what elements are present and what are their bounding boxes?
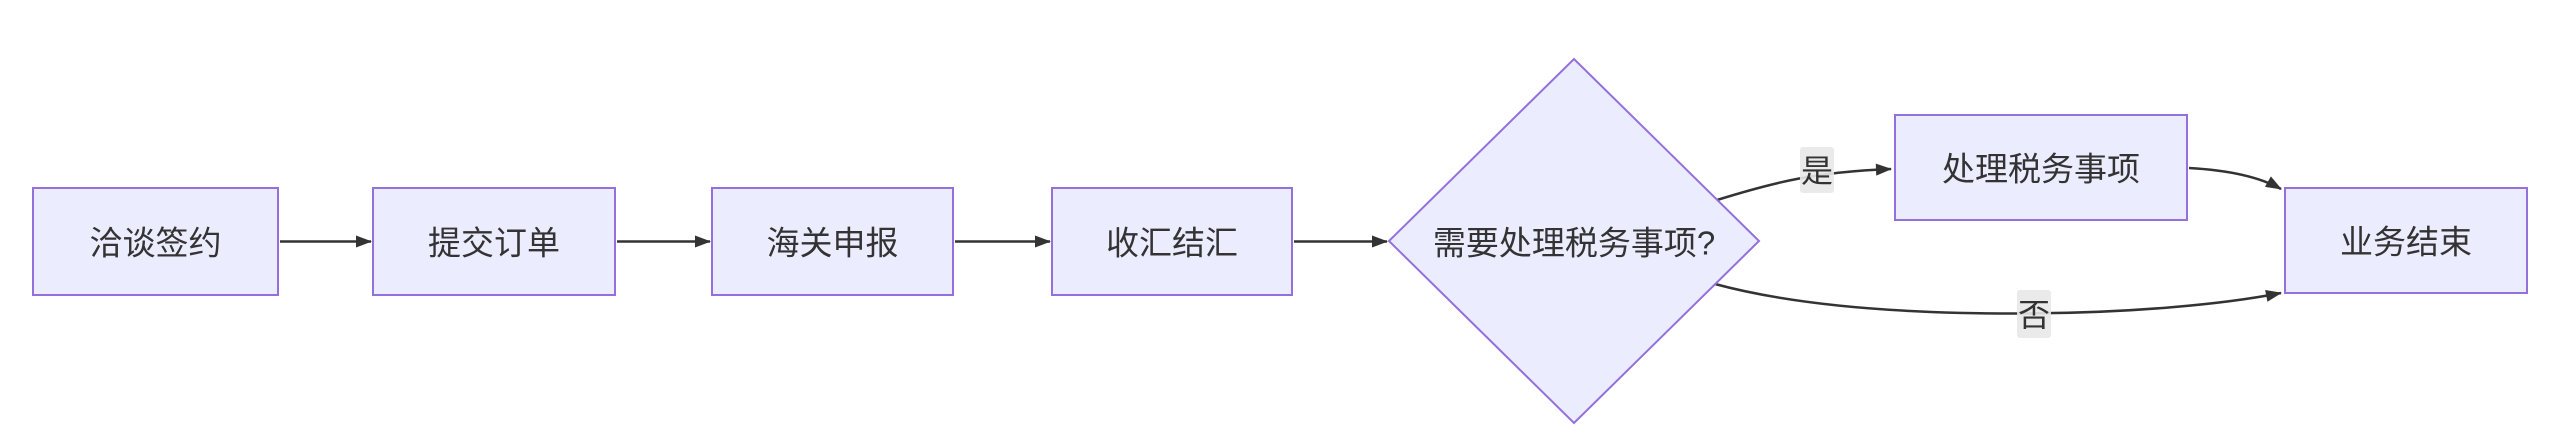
edge-chuli-to-jieshu [2188, 166, 2282, 191]
node-haiguan-shenbao-label: 海关申报 [767, 225, 899, 262]
edge-decision-yes [1716, 163, 1892, 202]
edge-label-no-bg [2017, 290, 2051, 338]
edge-label-yes: 是 [1800, 147, 1834, 193]
node-shouhui-jiehui-label: 收汇结汇 [1106, 225, 1238, 262]
node-chuli-shuiwu: 处理税务事项 [1894, 114, 2188, 221]
node-tijiao-dingdan: 提交订单 [372, 187, 616, 296]
node-shouhui-jiehui: 收汇结汇 [1051, 187, 1293, 296]
node-yewu-jieshu-label: 业务结束 [2340, 224, 2472, 261]
node-qiatan-qianyue-label: 洽谈签约 [90, 225, 222, 262]
edge-label-no: 否 [2017, 290, 2051, 338]
node-tijiao-dingdan-box [372, 187, 616, 296]
node-decision-tax-diamond [1387, 57, 1761, 425]
edge-decision-no [1714, 282, 2282, 315]
node-qiatan-qianyue-box [32, 187, 279, 296]
edge-label-yes-bg [1800, 147, 1834, 193]
node-decision-tax: 需要处理税务事项? [1387, 57, 1761, 425]
node-yewu-jieshu: 业务结束 [2284, 187, 2528, 294]
node-decision-tax-label: 需要处理税务事项? [1433, 225, 1715, 262]
edge-label-yes-text: 是 [1801, 153, 1833, 189]
node-tijiao-dingdan-label: 提交订单 [428, 225, 560, 262]
edge-label-no-text: 否 [2018, 297, 2050, 333]
node-chuli-shuiwu-label: 处理税务事项 [1942, 151, 2140, 188]
node-qiatan-qianyue: 洽谈签约 [32, 187, 279, 296]
edge-group [280, 163, 2282, 315]
node-yewu-jieshu-box [2284, 187, 2528, 294]
node-shouhui-jiehui-box [1051, 187, 1293, 296]
node-chuli-shuiwu-box [1894, 114, 2188, 221]
node-haiguan-shenbao: 海关申报 [711, 187, 954, 296]
node-haiguan-shenbao-box [711, 187, 954, 296]
